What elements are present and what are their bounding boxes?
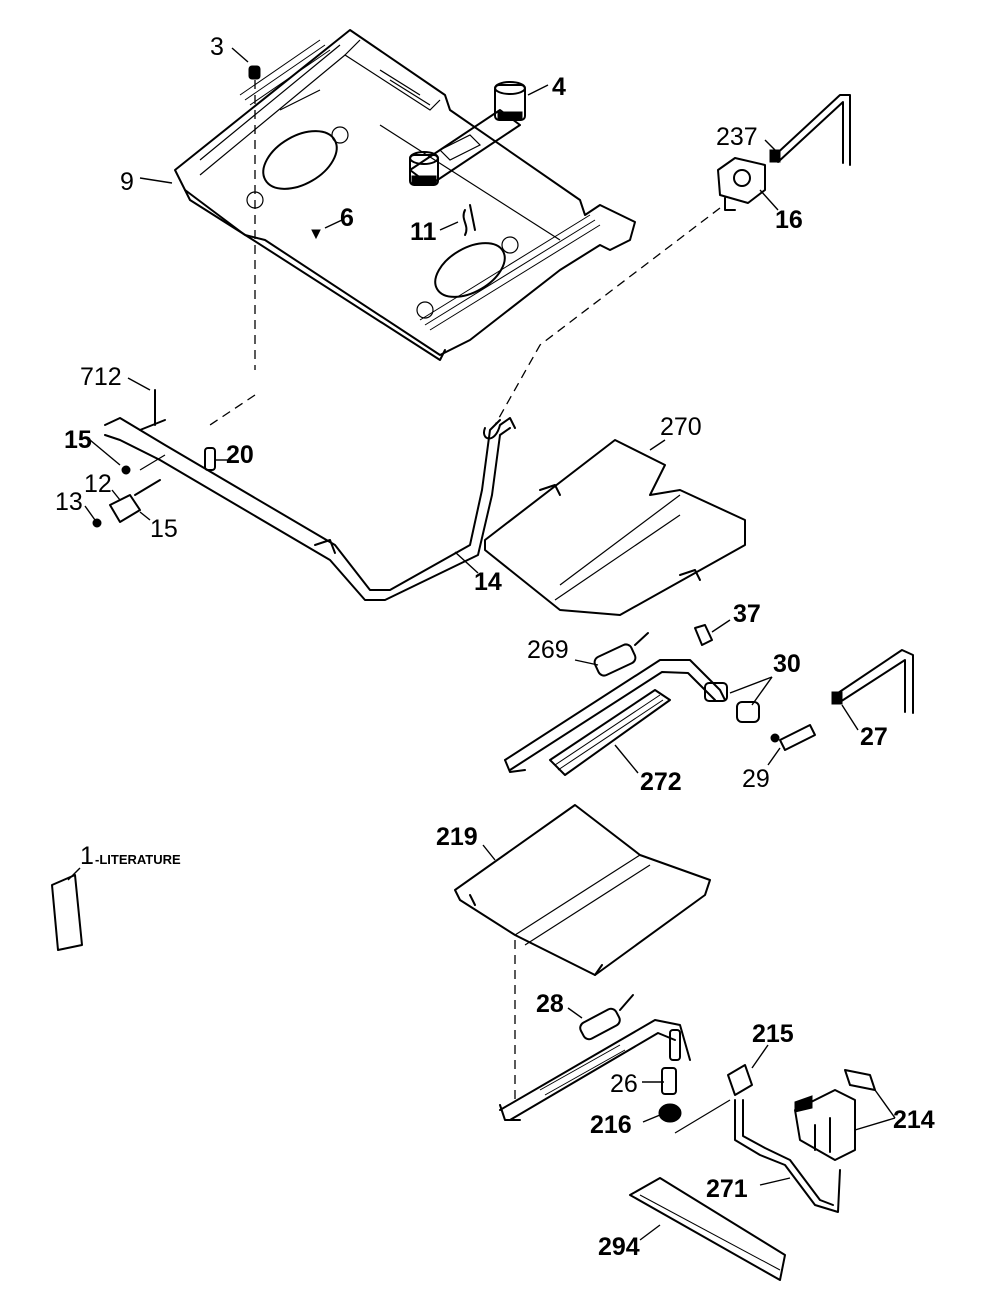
igniter-part-20 xyxy=(204,447,216,471)
screw-part-6 xyxy=(311,229,321,240)
callout-272: 272 xyxy=(640,768,682,796)
tube-part-237 xyxy=(769,94,851,166)
callout-219: 219 xyxy=(436,823,478,851)
literature-label: -LITERATURE xyxy=(95,852,181,867)
tube-part-27 xyxy=(831,649,914,714)
callout-30: 30 xyxy=(773,650,801,678)
bracket-part-215 xyxy=(727,1064,753,1096)
literature-part-1 xyxy=(51,874,83,951)
fitting-part-29 xyxy=(770,724,816,751)
leader-lines xyxy=(67,47,896,1241)
callout-15-lower: 15 xyxy=(150,515,178,543)
grate-part-272 xyxy=(549,689,671,776)
callout-271: 271 xyxy=(706,1175,748,1203)
panel-part-270 xyxy=(484,439,746,616)
callout-712: 712 xyxy=(80,363,122,391)
callout-216: 216 xyxy=(590,1111,632,1139)
callout-16: 16 xyxy=(775,206,803,234)
callout-27: 27 xyxy=(860,723,888,751)
spring-part-216 xyxy=(658,1103,682,1123)
callout-15-upper: 15 xyxy=(64,426,92,454)
valve-assembly-part-4 xyxy=(409,81,526,186)
burner-part-28 xyxy=(579,994,634,1041)
electrode-part-214 xyxy=(794,1069,876,1161)
callout-13: 13 xyxy=(55,488,83,516)
callout-3: 3 xyxy=(210,33,224,61)
burner-box-part-9 xyxy=(174,29,636,361)
tube-part-271 xyxy=(734,1099,841,1213)
callout-269: 269 xyxy=(527,636,569,664)
fittings-part-30 xyxy=(704,682,760,723)
orifice-holder-part-16 xyxy=(717,157,766,211)
spacer-part-37 xyxy=(694,624,713,646)
callout-9: 9 xyxy=(120,168,134,196)
callout-37: 37 xyxy=(733,600,761,628)
callout-labels: 3 4 9 6 11 237 16 712 15 20 12 13 15 14 … xyxy=(55,33,935,1261)
burner-tube-upper-assembly xyxy=(504,659,726,773)
air-shutter-part-712 xyxy=(139,389,166,431)
callout-4: 4 xyxy=(552,73,566,101)
callout-12: 12 xyxy=(84,470,112,498)
callout-11: 11 xyxy=(410,218,437,246)
callout-28: 28 xyxy=(536,990,564,1018)
callout-29: 29 xyxy=(742,765,770,793)
callout-1: 1 xyxy=(80,842,94,870)
callout-215: 215 xyxy=(752,1020,794,1048)
callout-20: 20 xyxy=(226,441,254,469)
callout-14: 14 xyxy=(474,568,502,596)
valve-part-15 xyxy=(92,465,161,528)
callout-270: 270 xyxy=(660,413,702,441)
callout-6: 6 xyxy=(340,204,354,232)
callout-214: 214 xyxy=(893,1106,935,1134)
heat-shield-part-294 xyxy=(629,1177,786,1281)
panel-part-219 xyxy=(454,804,711,976)
callout-26: 26 xyxy=(610,1070,638,1098)
spring-clip-part-11 xyxy=(462,204,476,236)
igniter-part-26 xyxy=(661,1029,681,1095)
callout-294: 294 xyxy=(598,1233,640,1261)
nut-part-3 xyxy=(248,65,261,80)
burner-part-269 xyxy=(593,632,649,677)
callout-237: 237 xyxy=(716,123,758,151)
burner-tube-part-14 xyxy=(104,417,516,601)
